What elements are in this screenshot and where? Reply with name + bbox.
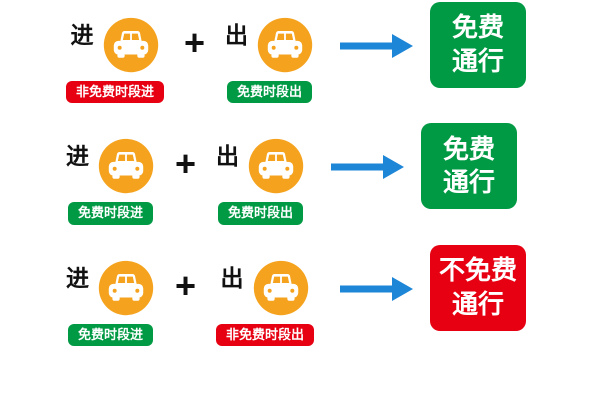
- result-box: 免费 通行: [421, 123, 518, 210]
- enter-car-line: 进: [66, 259, 155, 317]
- enter-label: 进: [66, 264, 89, 291]
- enter-car-line: 进: [71, 16, 160, 74]
- result-line1: 免费: [452, 12, 505, 43]
- right-arrow-icon: [331, 154, 405, 180]
- enter-label: 进: [70, 22, 94, 48]
- right-arrow-icon: [340, 276, 414, 302]
- enter-group: 进: [66, 137, 155, 225]
- exit-group: 出: [225, 16, 314, 104]
- car-icon: [252, 259, 310, 317]
- flow-row-3: 进: [66, 244, 600, 346]
- exit-label: 出: [225, 22, 249, 48]
- result-line2: 通行: [443, 167, 496, 198]
- right-arrow-icon: [340, 33, 414, 59]
- enter-time-badge: 非免费时段进: [66, 81, 165, 104]
- enter-label: 进: [66, 143, 89, 170]
- enter-group: 进: [66, 259, 155, 346]
- flow-row-2: 进: [66, 123, 600, 225]
- car-icon: [97, 137, 155, 195]
- exit-label: 出: [216, 143, 240, 170]
- exit-time-badge: 免费时段出: [218, 202, 304, 225]
- flow-row-1: 进: [66, 2, 600, 104]
- enter-time-badge: 免费时段进: [67, 323, 153, 346]
- exit-car-line: 出: [221, 259, 310, 317]
- result-line2: 通行: [452, 288, 505, 319]
- result-line2: 通行: [452, 46, 505, 76]
- plus-sign: +: [184, 22, 206, 63]
- enter-car-line: 进: [66, 137, 155, 195]
- enter-group: 进: [66, 16, 165, 104]
- plus-sign: +: [175, 143, 197, 185]
- car-icon: [247, 137, 305, 195]
- result-line1: 免费: [443, 133, 496, 164]
- exit-car-line: 出: [225, 16, 314, 74]
- result-box: 免费 通行: [430, 2, 527, 88]
- exit-group: 出: [216, 137, 305, 225]
- plus-sign: +: [175, 264, 197, 306]
- car-icon: [102, 16, 160, 74]
- result-box: 不免费 通行: [430, 244, 527, 331]
- exit-group: 出: [216, 259, 315, 346]
- exit-car-line: 出: [216, 137, 305, 195]
- car-icon: [256, 16, 314, 74]
- exit-time-badge: 免费时段出: [227, 81, 313, 104]
- enter-time-badge: 免费时段进: [67, 202, 153, 225]
- car-icon: [97, 259, 155, 317]
- exit-label: 出: [220, 264, 244, 291]
- result-line1: 不免费: [439, 254, 518, 285]
- exit-time-badge: 非免费时段出: [216, 323, 315, 346]
